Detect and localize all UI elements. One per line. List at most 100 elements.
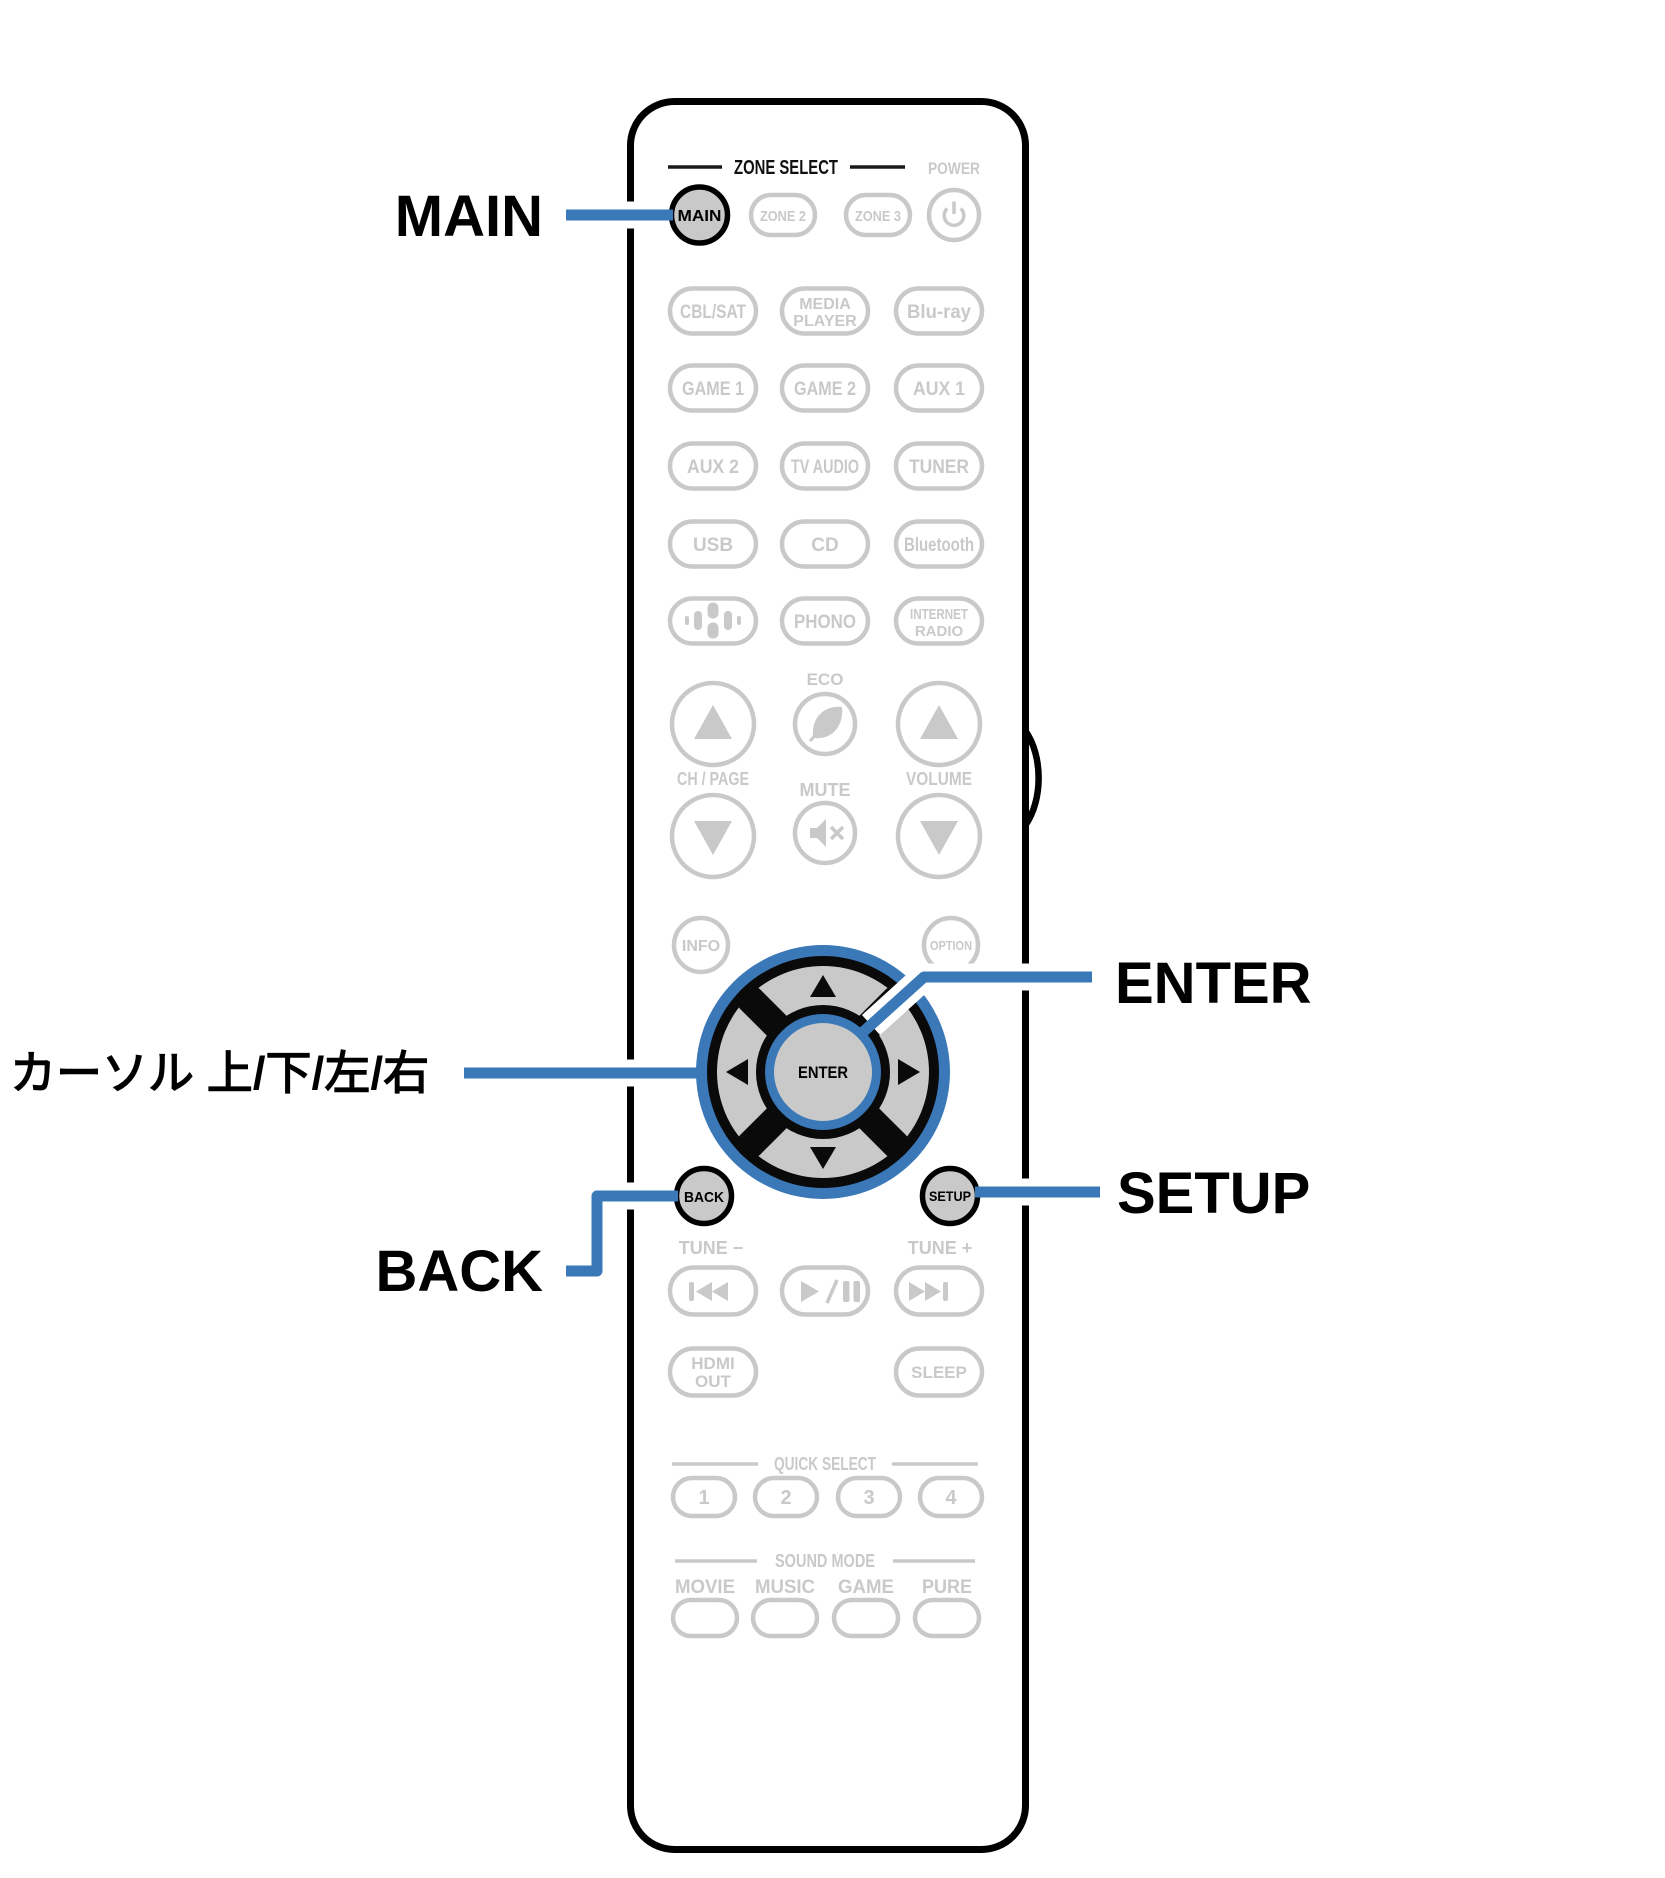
eco-button[interactable] xyxy=(792,691,858,757)
ch-page-label: CH / PAGE xyxy=(677,769,749,789)
sleep-button[interactable]: SLEEP xyxy=(893,1346,985,1398)
aux2-button[interactable]: AUX 2 xyxy=(667,441,759,491)
enter-callout-line xyxy=(858,971,1092,1038)
volume-down-button[interactable] xyxy=(895,792,983,880)
up-arrow-icon xyxy=(920,705,958,739)
main-callout-label: MAIN xyxy=(395,184,543,249)
zone3-button-label: ZONE 3 xyxy=(855,208,901,225)
setup-button-label: SETUP xyxy=(929,1188,971,1204)
setup-callout-label: SETUP xyxy=(1117,1161,1310,1226)
media-player-label-1: MEDIA xyxy=(799,296,851,313)
phono-label: PHONO xyxy=(794,612,856,633)
game-button[interactable] xyxy=(831,1597,901,1639)
up-arrow-icon xyxy=(694,705,732,739)
zone2-button[interactable]: ZONE 2 xyxy=(748,192,818,238)
back-callout-label: BACK xyxy=(375,1239,543,1304)
enter-callout-label: ENTER xyxy=(1115,951,1312,1016)
cursor-down-icon[interactable] xyxy=(810,1147,836,1169)
eco-leaf-icon xyxy=(808,706,843,743)
power-icon xyxy=(942,201,966,228)
game2-label: GAME 2 xyxy=(794,379,856,400)
cbl-sat-button[interactable]: CBL/SAT xyxy=(667,286,759,336)
volume-up-button[interactable] xyxy=(895,680,983,768)
quick-select-4-button[interactable]: 4 xyxy=(917,1475,985,1519)
mute-button[interactable] xyxy=(792,800,858,866)
quick-select-header: QUICK SELECT xyxy=(774,1454,876,1474)
play-pause-icon xyxy=(801,1279,860,1304)
quick-select-1-label: 1 xyxy=(698,1487,709,1509)
tuner-label: TUNER xyxy=(909,457,969,478)
quick-select-3-label: 3 xyxy=(863,1487,874,1509)
quick-select-3-button[interactable]: 3 xyxy=(835,1475,903,1519)
blu-ray-label: Blu-ray xyxy=(907,302,971,323)
internet-radio-button[interactable]: INTERNET RADIO xyxy=(893,596,985,646)
pure-label: PURE xyxy=(922,1577,972,1598)
power-button[interactable] xyxy=(926,187,982,243)
media-player-button[interactable]: MEDIA PLAYER xyxy=(779,286,871,336)
info-button[interactable]: INFO xyxy=(671,915,731,975)
skip-back-button[interactable] xyxy=(667,1265,759,1317)
blu-ray-button[interactable]: Blu-ray xyxy=(893,286,985,336)
pure-button[interactable] xyxy=(912,1597,982,1639)
game1-button[interactable]: GAME 1 xyxy=(667,363,759,413)
skip-back-icon xyxy=(689,1282,728,1301)
hdmi-out-button[interactable]: HDMI OUT xyxy=(667,1346,759,1398)
tv-audio-button[interactable]: TV AUDIO xyxy=(779,441,871,491)
setup-button[interactable]: SETUP xyxy=(919,1165,981,1227)
cd-button[interactable]: CD xyxy=(779,519,871,569)
power-label: POWER xyxy=(928,159,980,178)
back-button[interactable]: BACK xyxy=(673,1165,735,1227)
quick-select-1-button[interactable]: 1 xyxy=(670,1475,738,1519)
usb-label: USB xyxy=(693,535,733,556)
bluetooth-button[interactable]: Bluetooth xyxy=(893,519,985,569)
main-button[interactable]: MAIN xyxy=(668,184,731,246)
tune-minus-label: TUNE − xyxy=(679,1238,744,1258)
enter-button-label: ENTER xyxy=(798,1063,848,1082)
back-callout-line xyxy=(566,1190,678,1277)
cursor-up-icon[interactable] xyxy=(810,975,836,997)
main-button-label: MAIN xyxy=(678,208,722,225)
info-label: INFO xyxy=(682,938,720,955)
remote-side-bump xyxy=(1022,729,1042,827)
media-player-label-2: PLAYER xyxy=(793,313,857,330)
phono-button[interactable]: PHONO xyxy=(779,596,871,646)
game1-label: GAME 1 xyxy=(682,379,744,400)
game-label: GAME xyxy=(838,1577,894,1598)
cursor-right-icon[interactable] xyxy=(898,1059,920,1085)
skip-forward-icon xyxy=(909,1282,948,1301)
back-button-label: BACK xyxy=(684,1189,724,1206)
mute-label: MUTE xyxy=(800,780,851,800)
zone2-button-label: ZONE 2 xyxy=(760,208,806,225)
movie-button[interactable] xyxy=(670,1597,740,1639)
play-pause-button[interactable] xyxy=(779,1265,871,1317)
sleep-label: SLEEP xyxy=(911,1363,967,1382)
game2-button[interactable]: GAME 2 xyxy=(779,363,871,413)
music-label: MUSIC xyxy=(755,1577,815,1598)
zone3-button[interactable]: ZONE 3 xyxy=(843,192,913,238)
volume-label: VOLUME xyxy=(906,769,972,789)
music-button[interactable] xyxy=(750,1597,820,1639)
enter-button[interactable]: ENTER xyxy=(765,1014,881,1130)
aux1-label: AUX 1 xyxy=(913,379,965,400)
tuner-button[interactable]: TUNER xyxy=(893,441,985,491)
movie-label: MOVIE xyxy=(675,1577,735,1598)
channel-page-up-button[interactable] xyxy=(669,680,757,768)
option-label: OPTION xyxy=(930,938,972,953)
heos-button[interactable] xyxy=(667,596,759,646)
aux1-button[interactable]: AUX 1 xyxy=(893,363,985,413)
quick-select-2-button[interactable]: 2 xyxy=(752,1475,820,1519)
skip-forward-button[interactable] xyxy=(893,1265,985,1317)
zone-select-header: ZONE SELECT xyxy=(734,157,838,179)
tv-audio-label: TV AUDIO xyxy=(791,457,859,478)
usb-button[interactable]: USB xyxy=(667,519,759,569)
hdmi-out-label-2: OUT xyxy=(695,1372,732,1391)
cd-label: CD xyxy=(811,535,838,556)
down-arrow-icon xyxy=(920,821,958,855)
cursor-left-icon[interactable] xyxy=(726,1059,748,1085)
quick-select-2-label: 2 xyxy=(780,1487,791,1509)
tune-plus-label: TUNE + xyxy=(908,1238,973,1258)
channel-page-down-button[interactable] xyxy=(669,792,757,880)
internet-radio-label-2: RADIO xyxy=(915,623,964,640)
cbl-sat-label: CBL/SAT xyxy=(680,302,746,323)
